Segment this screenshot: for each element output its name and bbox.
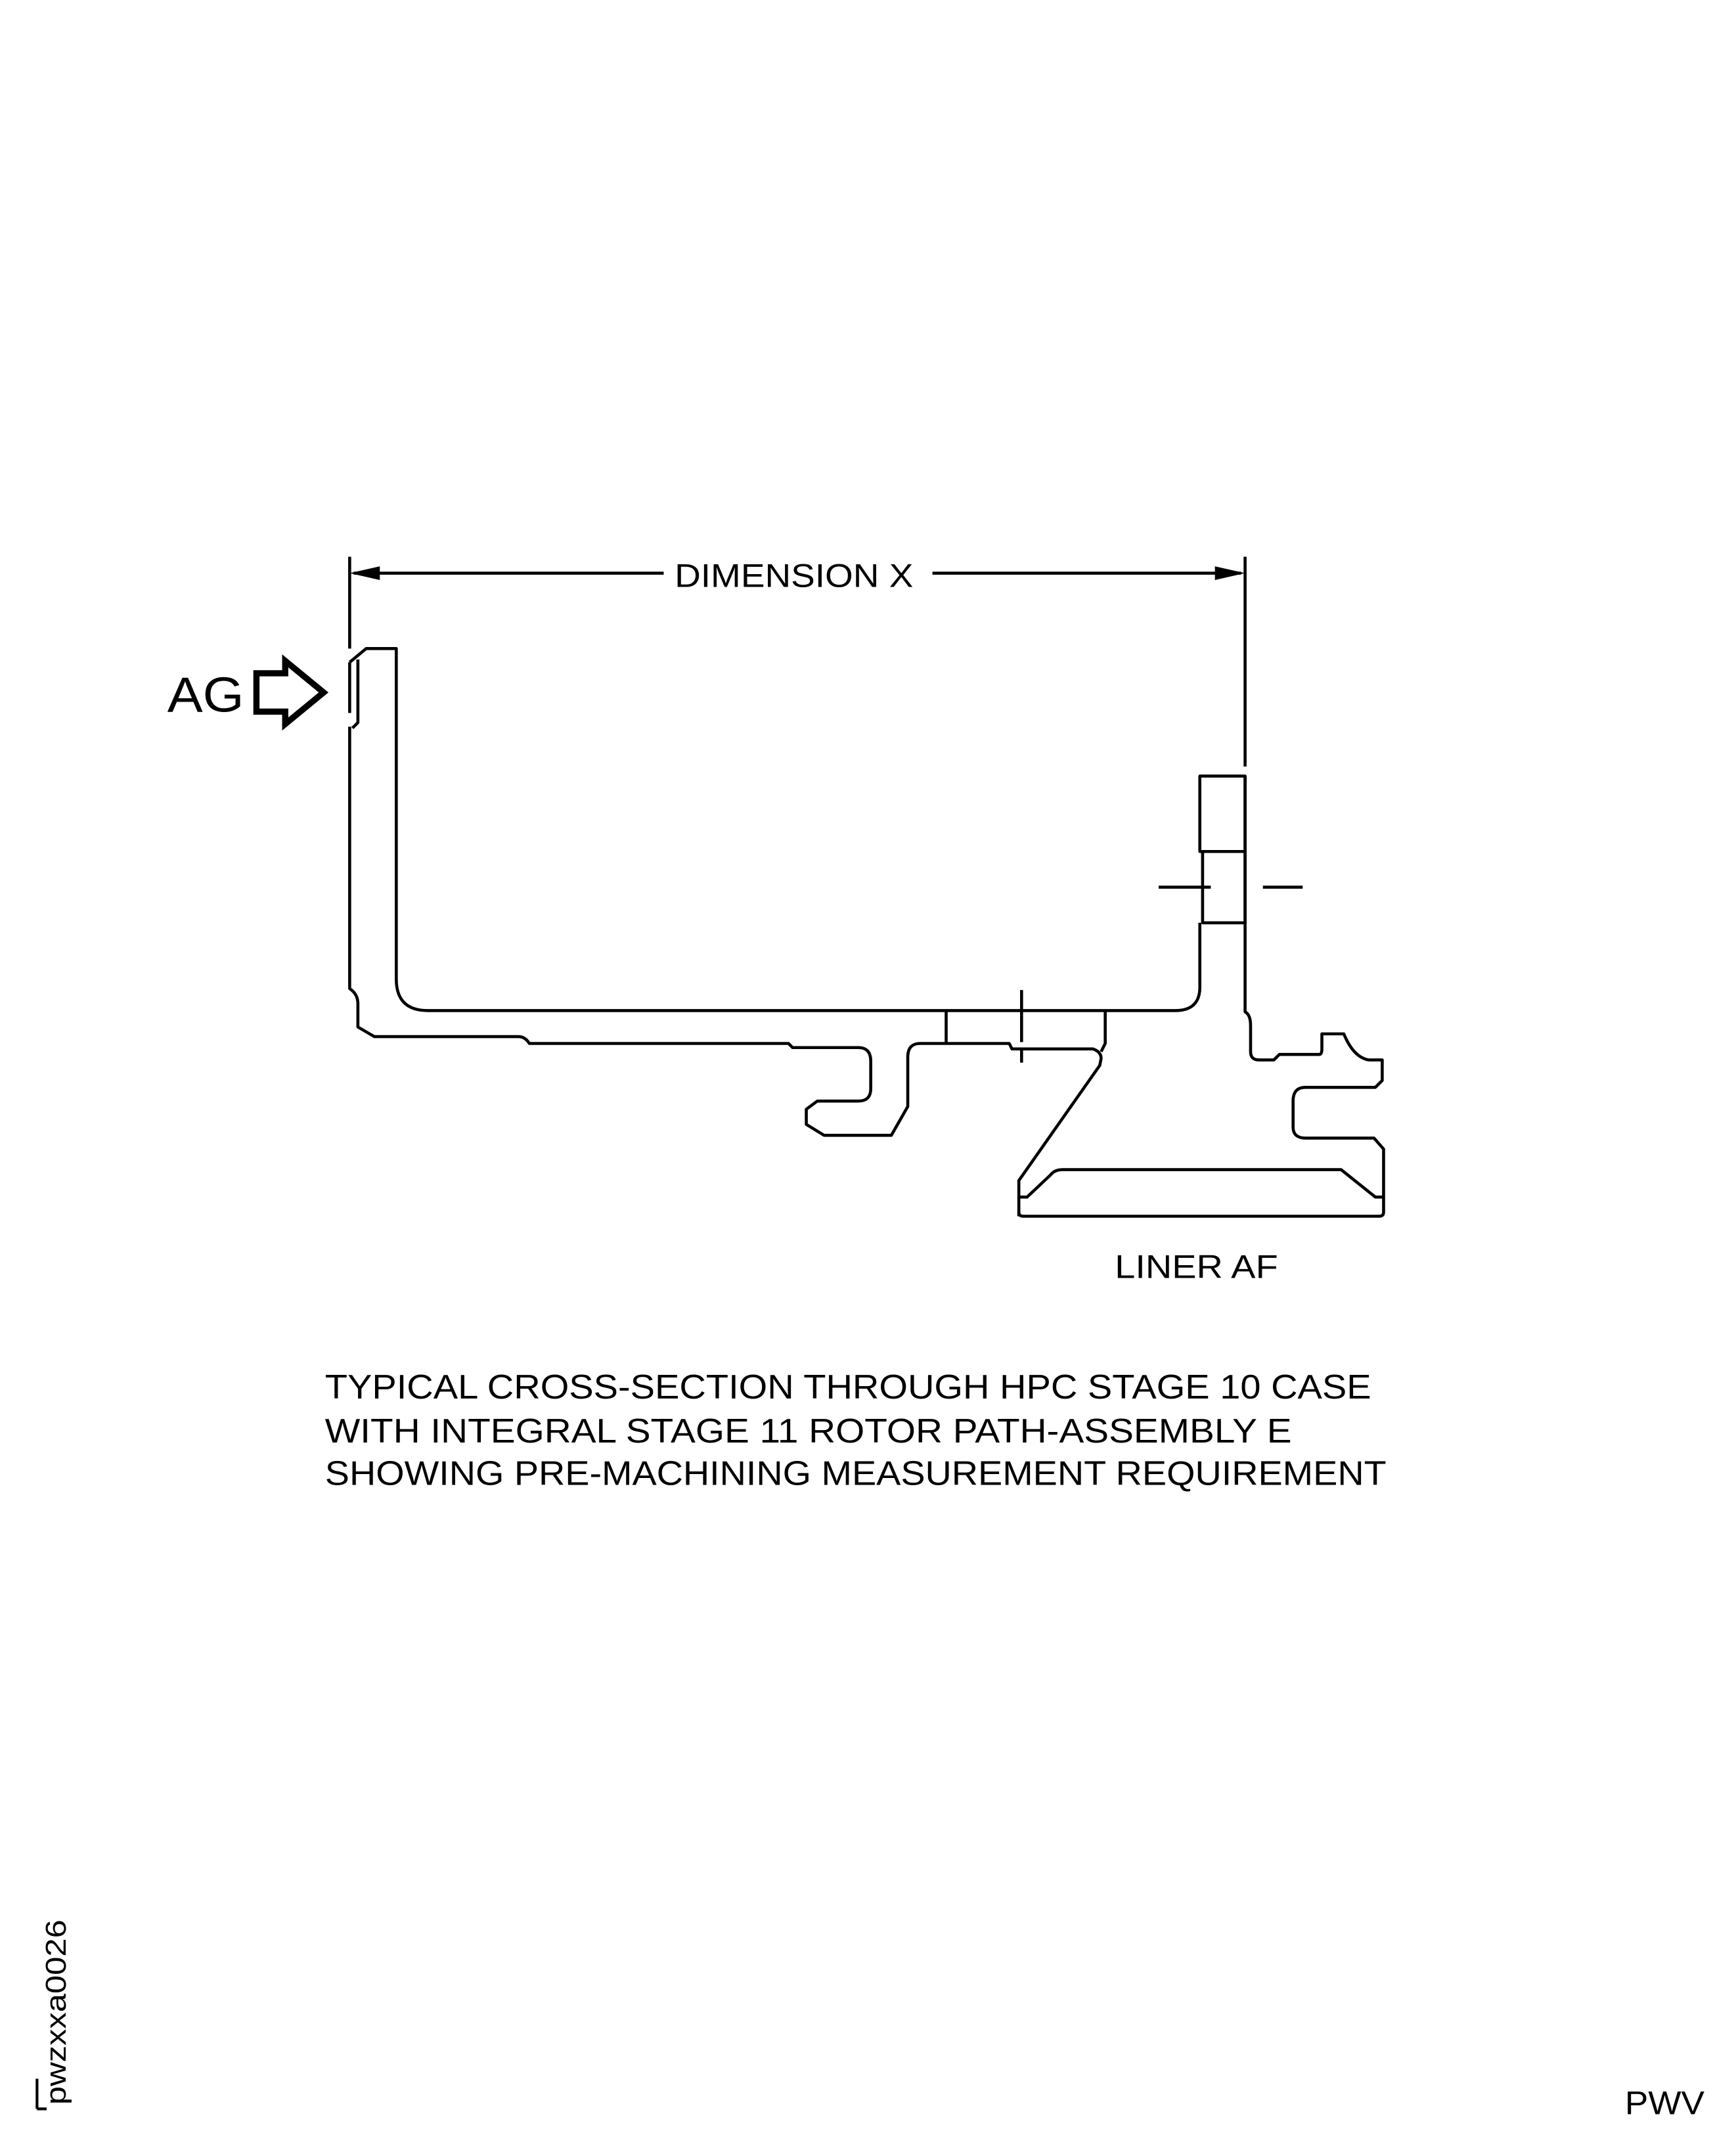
liner-label: LINER AF	[1115, 1248, 1278, 1285]
caption-line: WITH INTEGRAL STAGE 11 ROTOR PATH-ASSEMB…	[325, 1412, 1292, 1450]
dimension-x: DIMENSION X	[348, 556, 1247, 767]
centerlines	[1020, 885, 1303, 1063]
figure-caption: TYPICAL CROSS-SECTION THROUGH HPC STAGE …	[325, 1368, 1387, 1493]
view-arrow-icon	[253, 654, 329, 731]
figure-id-block: pwzxxa0026	[35, 1919, 72, 2111]
caption-line: TYPICAL CROSS-SECTION THROUGH HPC STAGE …	[325, 1368, 1371, 1406]
dimension-label: DIMENSION X	[675, 557, 913, 594]
view-ag-indicator: AG	[167, 654, 329, 731]
arrowhead-right-icon	[1214, 566, 1245, 580]
view-label: AG	[167, 667, 244, 722]
caption-line: SHOWING PRE-MACHINING MEASUREMENT REQUIR…	[325, 1455, 1387, 1493]
arrowhead-left-icon	[349, 566, 380, 580]
detail-box-upper	[1198, 774, 1247, 853]
figure-id: pwzxxa0026	[40, 1919, 72, 2105]
case-section-outline	[348, 647, 1385, 1218]
figure-id-bracket	[35, 2078, 47, 2111]
footer-code: PWV	[1625, 2085, 1705, 2122]
